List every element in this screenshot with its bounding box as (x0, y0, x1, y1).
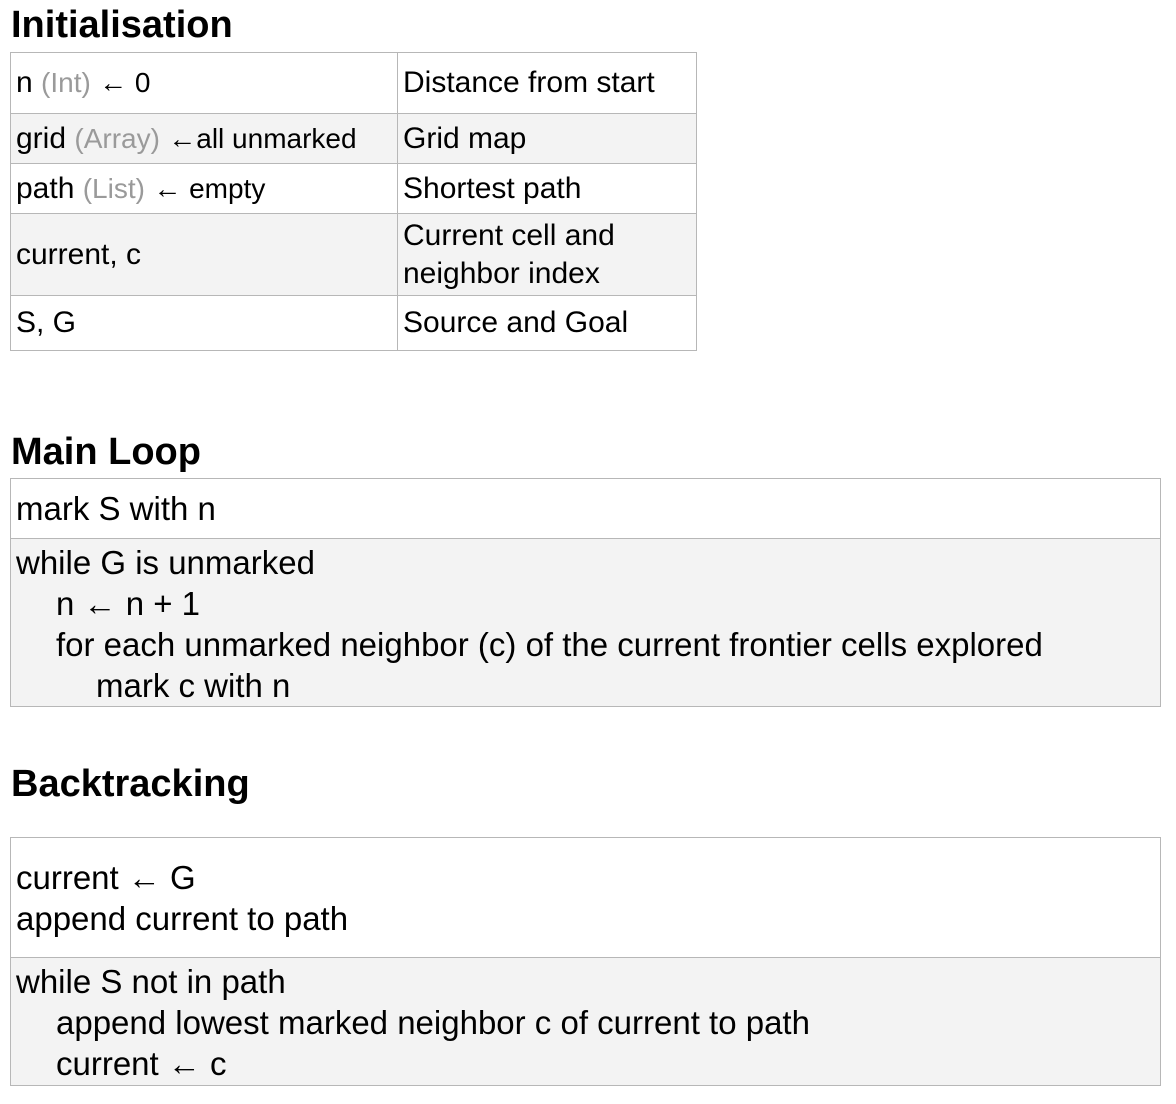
backtracking-heading: Backtracking (11, 763, 250, 805)
variable-cell: path (List) ← empty (10, 163, 398, 214)
code-line: append lowest marked neighbor c of curre… (56, 1004, 810, 1041)
variable-init: ← empty (153, 172, 266, 204)
variable-init: ← 0 (99, 67, 151, 98)
variable-type: (Int) (41, 67, 91, 98)
backtracking-step: current ← G append current to path (11, 838, 1160, 957)
main-loop-heading: Main Loop (11, 431, 201, 473)
variable-description: Shortest path (397, 163, 697, 214)
table-row: S, G Source and Goal (10, 295, 697, 351)
code-line: mark S with n (16, 490, 216, 527)
variable-description: Distance from start (397, 52, 697, 114)
main-loop-step: while G is unmarked n ← n + 1 for each u… (11, 538, 1160, 706)
variable-cell: current, c (10, 213, 398, 296)
table-row: n (Int) ← 0 Distance from start (10, 52, 697, 114)
variable-name: S, G (16, 306, 77, 339)
variable-name: n (16, 66, 33, 99)
variable-init: ←all unmarked (168, 122, 357, 154)
table-row: path (List) ← empty Shortest path (10, 163, 697, 214)
code-line: while G is unmarked (16, 544, 315, 581)
variable-cell: S, G (10, 295, 398, 351)
code-line: current ← G (16, 859, 196, 896)
variable-type: (List) (82, 172, 145, 204)
variable-type: (Array) (74, 122, 160, 154)
code-line: mark c with n (96, 667, 291, 704)
table-row: current, c Current cell and neighbor ind… (10, 213, 697, 296)
variable-name: grid (16, 121, 67, 155)
variable-description: Grid map (397, 113, 697, 164)
variables-table: n (Int) ← 0 Distance from start grid (Ar… (10, 52, 697, 351)
backtracking-step: while S not in path append lowest marked… (11, 957, 1160, 1085)
main-loop-block: mark S with n while G is unmarked n ← n … (10, 478, 1161, 707)
table-row: grid (Array) ←all unmarked Grid map (10, 113, 697, 164)
code-line: for each unmarked neighbor (c) of the cu… (56, 626, 1043, 663)
variable-cell: n (Int) ← 0 (10, 52, 398, 114)
code-line: n ← n + 1 (56, 585, 201, 622)
backtracking-block: current ← G append current to path while… (10, 837, 1161, 1086)
variable-cell: grid (Array) ←all unmarked (10, 113, 398, 164)
variable-name: path (16, 171, 75, 205)
variable-description: Current cell and neighbor index (397, 213, 697, 296)
code-line: append current to path (16, 900, 349, 937)
initialisation-heading: Initialisation (11, 4, 233, 46)
main-loop-step: mark S with n (11, 479, 1160, 538)
code-line: current ← c (56, 1045, 227, 1082)
variable-name: current, c (16, 237, 142, 271)
variable-description: Source and Goal (397, 295, 697, 351)
code-line: while S not in path (16, 963, 286, 1000)
